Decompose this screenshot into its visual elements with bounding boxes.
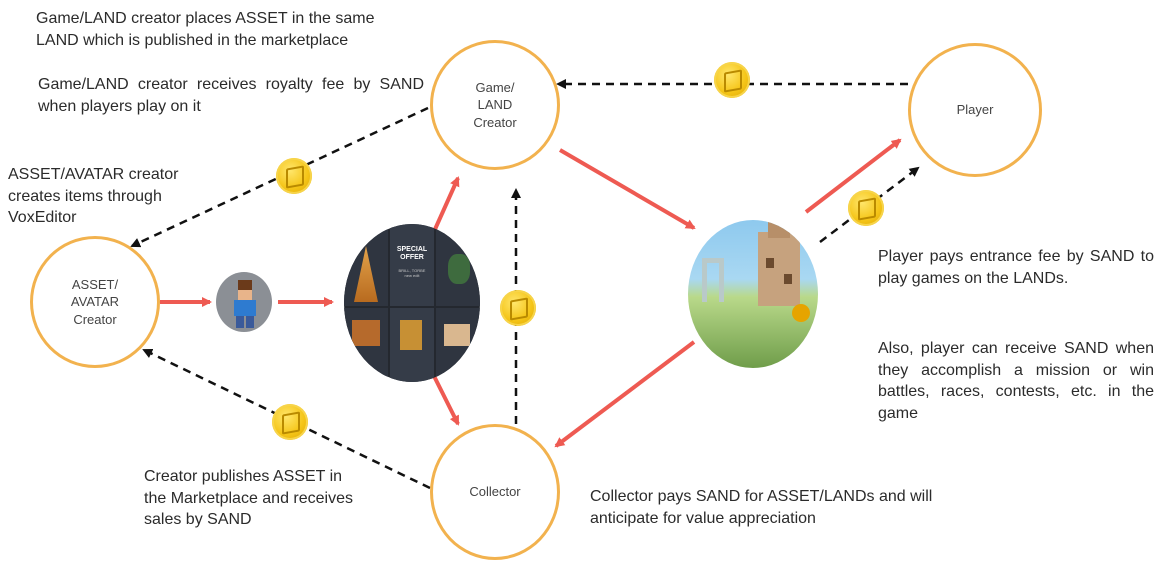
node-label: Player xyxy=(956,102,994,118)
node-label: Collector xyxy=(469,484,521,500)
marketplace-image: SPECIAL OFFER BRILL, TORBE new edit xyxy=(344,224,480,382)
node-player: Player xyxy=(908,43,1042,177)
text-paragraph: Collector pays SAND for ASSET/LANDs and … xyxy=(590,488,933,527)
arrow-world-to-collector xyxy=(554,340,696,448)
text-paragraph: Also, player can receive SAND when they … xyxy=(878,340,1154,422)
node-label: Game/ LAND Creator xyxy=(473,79,517,130)
sand-coin-icon xyxy=(848,190,884,226)
text-asset-avatar-creator: ASSET/AVATAR creator creates items throu… xyxy=(8,164,198,229)
arrow-game-to-world xyxy=(558,148,696,230)
node-label: ASSET/ AVATAR Creator xyxy=(70,276,120,327)
text-paragraph: Game/LAND creator receives royalty fee b… xyxy=(38,76,424,115)
arrow-world-to-player xyxy=(804,138,902,214)
node-asset-avatar-creator: ASSET/ AVATAR Creator xyxy=(30,236,160,368)
text-paragraph: Creator publishes ASSET in the Marketpla… xyxy=(144,468,353,529)
special-offer-label: SPECIAL OFFER xyxy=(396,246,428,262)
text-royalty-fee: Game/LAND creator receives royalty fee b… xyxy=(38,74,424,117)
text-player-entrance-fee: Player pays entrance fee by SAND to play… xyxy=(878,246,1154,289)
sand-coin-icon xyxy=(714,62,750,98)
text-game-places-asset: Game/LAND creator places ASSET in the sa… xyxy=(36,8,416,51)
avatar-image xyxy=(216,272,272,332)
node-collector: Collector xyxy=(430,424,560,560)
game-world-image xyxy=(688,220,818,368)
text-paragraph: ASSET/AVATAR creator creates items throu… xyxy=(8,166,179,227)
text-paragraph: Player pays entrance fee by SAND to play… xyxy=(878,248,1154,287)
sand-coin-icon xyxy=(500,290,536,326)
text-collector-pays: Collector pays SAND for ASSET/LANDs and … xyxy=(590,486,940,529)
sand-coin-icon xyxy=(272,404,308,440)
text-player-receives-sand: Also, player can receive SAND when they … xyxy=(878,338,1154,424)
sand-coin-icon xyxy=(276,158,312,194)
node-game-land-creator: Game/ LAND Creator xyxy=(430,40,560,170)
text-paragraph: Game/LAND creator places ASSET in the sa… xyxy=(36,10,375,49)
dash-game-to-asset xyxy=(130,106,429,248)
special-offer-sub: BRILL, TORBE new edit xyxy=(398,268,426,278)
text-creator-publishes: Creator publishes ASSET in the Marketpla… xyxy=(144,466,362,531)
